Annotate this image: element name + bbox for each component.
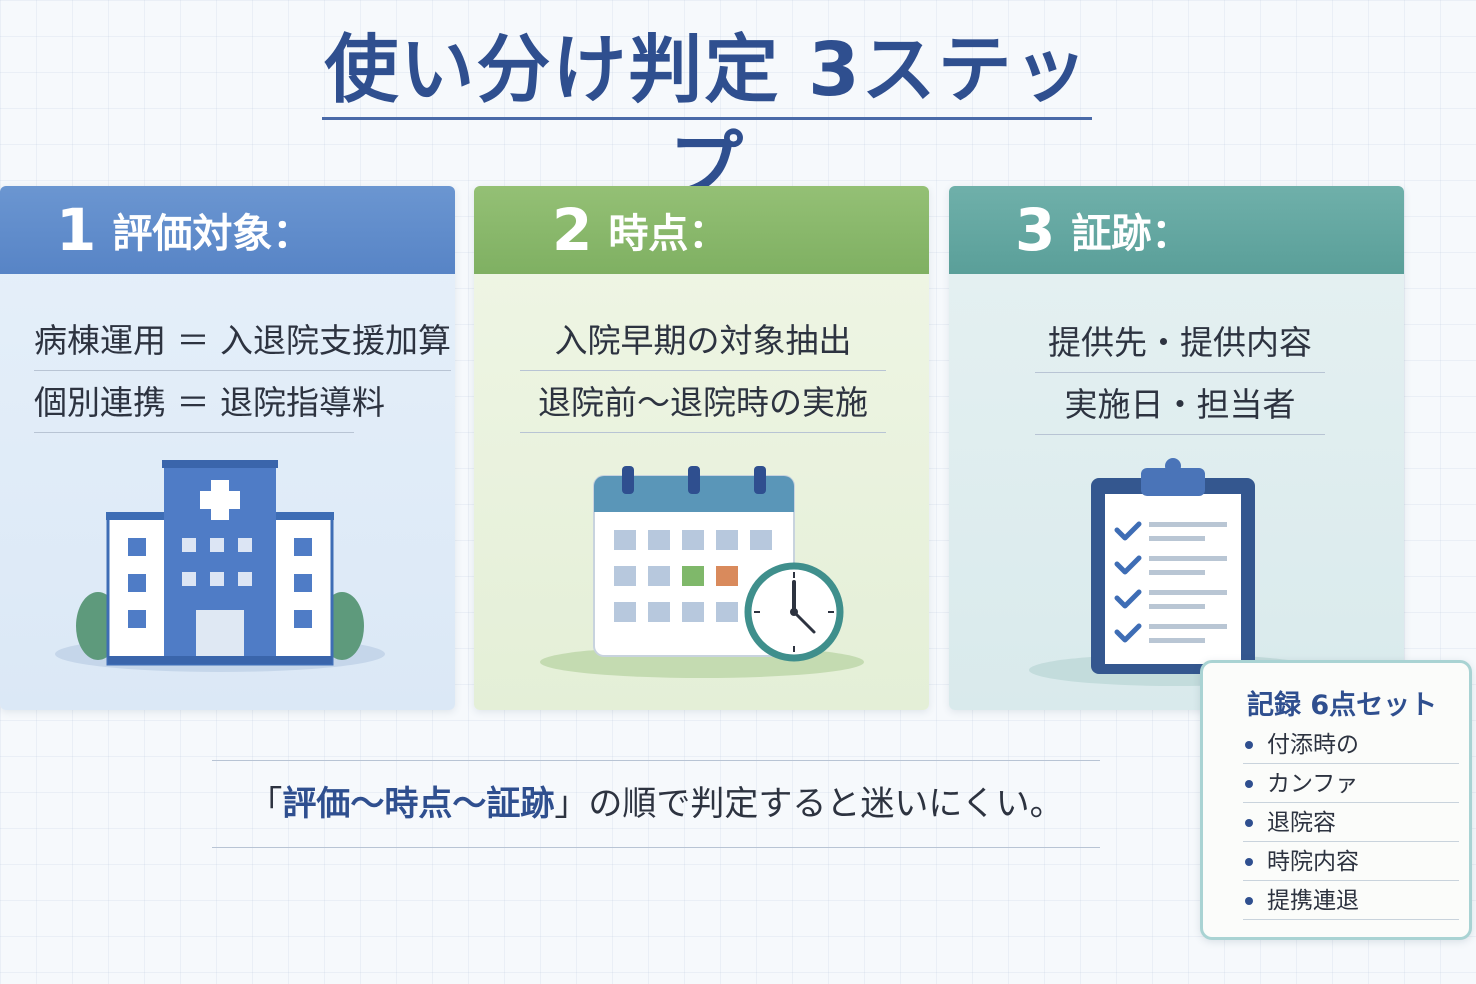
note-title: 記録 6点セット xyxy=(1247,690,1438,721)
step-label-1: 評価対象： xyxy=(112,211,313,257)
bullet-icon xyxy=(1245,819,1253,827)
note-list-item: 退院容 xyxy=(1243,803,1459,842)
step-3-line-1: 提供先・提供内容 xyxy=(1035,316,1325,373)
bullet-icon xyxy=(1245,858,1253,866)
summary-text: 「評価～時点～証跡」の順で判定すると迷いにくい。 xyxy=(212,760,1100,848)
summary-open: 「 xyxy=(248,784,283,824)
note-list-item: 提携連退 xyxy=(1243,881,1459,920)
step-1-line-1: 病棟運用 ＝ 入退院支援加算 xyxy=(34,314,451,371)
title-underline xyxy=(322,117,1092,120)
step-number-1: 1 xyxy=(56,196,97,264)
step-number-2: 2 xyxy=(552,196,593,264)
step-label-2: 時点： xyxy=(608,211,729,257)
summary-sep-1: ～ xyxy=(350,784,385,824)
note-list-item: 付添時の xyxy=(1243,725,1459,764)
page-title: 使い分け判定 3ステップ xyxy=(324,27,1090,209)
record-note-card: 記録 6点セット 付添時の カンファ 退院容 時院内容 提携連退 xyxy=(1200,660,1472,940)
summary-highlight-3: 証跡 xyxy=(486,784,555,824)
step-label-3: 証跡： xyxy=(1071,211,1192,257)
summary-highlight-1: 評価 xyxy=(282,784,351,824)
step-header-3: 3 証跡： xyxy=(949,186,1404,274)
bullet-icon xyxy=(1245,897,1253,905)
step-number-3: 3 xyxy=(1015,196,1056,264)
step-card-1: 1 評価対象： 病棟運用 ＝ 入退院支援加算 個別連携 ＝ 退院指導料 xyxy=(0,186,455,710)
note-list-item: カンファ xyxy=(1243,764,1459,803)
note-list: 付添時の カンファ 退院容 時院内容 提携連退 xyxy=(1243,725,1459,920)
step-header-2: 2 時点： xyxy=(474,186,929,274)
hospital-icon xyxy=(55,460,385,672)
clipboard-checklist-icon xyxy=(1029,458,1319,686)
step-card-2: 2 時点： 入院早期の対象抽出 退院前～退院時の実施 xyxy=(474,186,929,710)
step-1-line-2: 個別連携 ＝ 退院指導料 xyxy=(34,376,385,433)
summary-close: 」の順で判定すると迷いにくい。 xyxy=(554,784,1064,824)
step-2-line-2: 退院前～退院時の実施 xyxy=(520,376,886,433)
step-2-line-1: 入院早期の対象抽出 xyxy=(520,314,886,371)
summary-highlight-2: 時点 xyxy=(384,784,453,824)
step-header-1: 1 評価対象： xyxy=(0,186,455,274)
summary-sep-2: ～ xyxy=(452,784,487,824)
calendar-clock-icon xyxy=(540,466,864,678)
note-list-item: 時院内容 xyxy=(1243,842,1459,881)
step-card-3: 3 証跡： 提供先・提供内容 実施日・担当者 xyxy=(949,186,1404,710)
bullet-icon xyxy=(1245,741,1253,749)
step-3-line-2: 実施日・担当者 xyxy=(1035,378,1325,435)
bullet-icon xyxy=(1245,780,1253,788)
